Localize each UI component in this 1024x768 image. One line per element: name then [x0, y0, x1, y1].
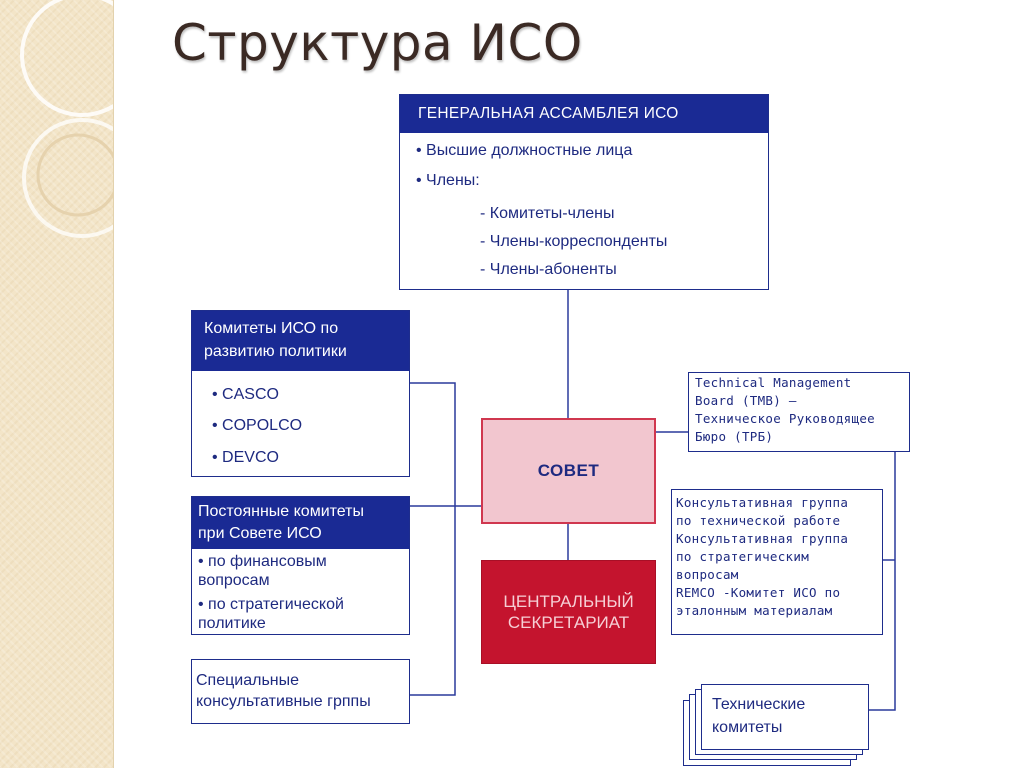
- secretariat-line: СЕКРЕТАРИАТ: [507, 613, 630, 632]
- policy-item-devco: DEVCO: [212, 448, 279, 467]
- council-label: СОВЕТ: [537, 461, 600, 480]
- advisory-line: Консультативная группа: [676, 495, 849, 510]
- standing-item-line: по стратегической: [198, 595, 344, 614]
- page-title: Структура ИСО: [172, 14, 583, 72]
- advisory-line: вопросам: [676, 567, 739, 582]
- assembly-subitem: - Комитеты-члены: [480, 205, 615, 222]
- policy-item-copolco: COPOLCO: [212, 416, 302, 435]
- special-line: Специальные: [196, 672, 300, 689]
- tmb-line: Бюро (ТРБ): [695, 429, 774, 444]
- standing-item-strategy: по стратегической политике: [198, 595, 344, 633]
- standing-committees-box: Постоянные комитеты при Совете ИСО по фи…: [191, 496, 410, 635]
- general-assembly-header: ГЕНЕРАЛЬНАЯ АССАМБЛЕЯ ИСО: [400, 95, 768, 133]
- advisory-line: REMCO -Комитет ИСО по: [676, 585, 841, 600]
- policy-item-casco: CASCO: [212, 385, 279, 404]
- policy-committees-box: Комитеты ИСО по развитию политики CASCO …: [191, 310, 410, 477]
- line-left-bus: [410, 382, 456, 696]
- tech-committees-line: Технические: [712, 696, 806, 713]
- assembly-item: Члены:: [416, 171, 480, 190]
- standing-item-line: вопросам: [198, 572, 270, 589]
- special-line: консультативные грппы: [196, 693, 371, 710]
- tmb-line: Техническое Руководящее: [695, 411, 875, 426]
- policy-committees-header: Комитеты ИСО по развитию политики: [192, 311, 409, 371]
- general-assembly-box: ГЕНЕРАЛЬНАЯ АССАМБЛЕЯ ИСО Высшие должнос…: [399, 94, 769, 290]
- special-advisory-groups-box: Специальные консультативные грппы: [191, 659, 410, 724]
- decorative-side-strip: [0, 0, 114, 768]
- general-assembly-title: ГЕНЕРАЛЬНАЯ АССАМБЛЕЯ ИСО: [418, 105, 679, 122]
- advisory-line: по технической работе: [676, 513, 841, 528]
- assembly-item: Высшие должностные лица: [416, 141, 632, 160]
- standing-item-line: политике: [198, 615, 266, 632]
- tmb-line: Technical Management: [695, 375, 852, 390]
- standing-item-finance: по финансовым вопросам: [198, 552, 327, 590]
- technical-management-board-box: Technical Management Board (TMB) – Техни…: [688, 372, 910, 452]
- advisory-line: Консультативная группа: [676, 531, 849, 546]
- secretariat-line: ЦЕНТРАЛЬНЫЙ: [503, 592, 634, 611]
- advisory-line: эталонным материалам: [676, 603, 833, 618]
- advisory-groups-box: Консультативная группа по технической ра…: [671, 489, 883, 635]
- council-box: СОВЕТ: [481, 418, 656, 524]
- decorative-rings: [20, 0, 113, 238]
- standing-committees-header: Постоянные комитеты при Совете ИСО: [192, 497, 409, 549]
- standing-header-line: при Совете ИСО: [198, 525, 322, 542]
- standing-header-line: Постоянные комитеты: [198, 503, 364, 520]
- assembly-subitem: - Члены-абоненты: [480, 261, 617, 278]
- standing-item-line: по финансовым: [198, 552, 327, 571]
- technical-committees-box: Технические комитеты: [701, 684, 869, 750]
- policy-header-line: развитию политики: [204, 343, 347, 360]
- advisory-line: по стратегическим: [676, 549, 810, 564]
- central-secretariat-box: ЦЕНТРАЛЬНЫЙ СЕКРЕТАРИАТ: [481, 560, 656, 664]
- tech-committees-line: комитеты: [712, 719, 783, 736]
- policy-header-line: Комитеты ИСО по: [204, 320, 339, 337]
- tmb-line: Board (TMB) –: [695, 393, 797, 408]
- assembly-subitem: - Члены-корреспонденты: [480, 233, 668, 250]
